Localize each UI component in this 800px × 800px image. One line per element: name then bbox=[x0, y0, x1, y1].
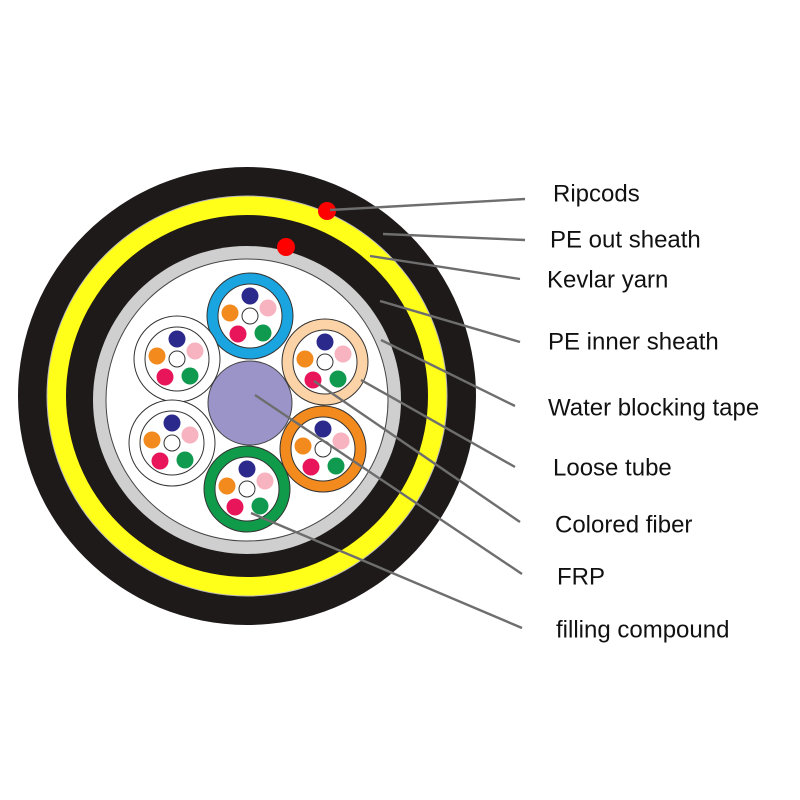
loose-tube bbox=[281, 318, 369, 406]
colored-fiber bbox=[316, 333, 334, 351]
leader-frp bbox=[254, 394, 523, 575]
colored-fiber bbox=[218, 477, 236, 495]
label-water-blocking-tape: Water blocking tape bbox=[548, 394, 759, 421]
colored-fiber bbox=[238, 460, 256, 478]
colored-fiber bbox=[334, 345, 352, 363]
label-loose-tube: Loose tube bbox=[553, 454, 672, 481]
leader-kevlar-yarn bbox=[369, 254, 521, 281]
colored-fiber bbox=[329, 370, 347, 388]
loose-tube bbox=[133, 315, 221, 403]
colored-fiber bbox=[148, 347, 166, 365]
loose-tubes bbox=[128, 272, 369, 533]
colored-fiber bbox=[294, 437, 312, 455]
colored-fiber bbox=[156, 368, 174, 386]
cable bbox=[18, 167, 476, 625]
label-kevlar-yarn: Kevlar yarn bbox=[547, 266, 668, 293]
leader-ripcords bbox=[329, 197, 526, 212]
leader-water-blocking-tape bbox=[380, 338, 516, 408]
colored-fiber bbox=[181, 367, 199, 385]
colored-fiber bbox=[143, 431, 161, 449]
label-pe-inner-sheath: PE inner sheath bbox=[548, 328, 719, 355]
leader-pe-out-sheath bbox=[382, 232, 526, 242]
label-ripcords: Ripcods bbox=[553, 180, 640, 207]
label-filling-compound: filling compound bbox=[556, 616, 729, 643]
leader-pe-inner-sheath bbox=[379, 299, 521, 344]
colored-fiber bbox=[241, 307, 259, 325]
loose-tube bbox=[279, 405, 367, 493]
colored-fiber bbox=[151, 452, 169, 470]
colored-fiber bbox=[304, 371, 322, 389]
loose-tube bbox=[128, 399, 216, 487]
loose-tube bbox=[206, 272, 294, 360]
frp-strength-member bbox=[207, 360, 293, 446]
ripcord-outer bbox=[318, 202, 336, 220]
colored-fiber bbox=[296, 350, 314, 368]
colored-fiber bbox=[302, 458, 320, 476]
colored-fiber bbox=[186, 342, 204, 360]
leader-filling-compound bbox=[250, 511, 523, 630]
labels: Ripcods PE out sheath Kevlar yarn PE inn… bbox=[547, 180, 759, 643]
colored-fiber bbox=[254, 324, 272, 342]
leader-lines bbox=[250, 197, 526, 630]
colored-fiber bbox=[163, 414, 181, 432]
colored-fiber bbox=[327, 457, 345, 475]
colored-fiber bbox=[229, 325, 247, 343]
leader-colored-fiber bbox=[313, 380, 521, 523]
colored-fiber bbox=[176, 451, 194, 469]
colored-fiber bbox=[181, 426, 199, 444]
ripcord-inner bbox=[277, 238, 295, 256]
loose-tube bbox=[203, 445, 291, 533]
colored-fiber bbox=[332, 432, 350, 450]
colored-fiber bbox=[163, 434, 181, 452]
colored-fiber bbox=[251, 497, 269, 515]
label-frp: FRP bbox=[557, 563, 605, 590]
colored-fiber bbox=[314, 420, 332, 438]
colored-fiber bbox=[238, 480, 256, 498]
colored-fiber bbox=[259, 299, 277, 317]
colored-fiber bbox=[221, 304, 239, 322]
colored-fiber bbox=[316, 353, 334, 371]
colored-fiber bbox=[226, 498, 244, 516]
colored-fiber bbox=[241, 287, 259, 305]
colored-fiber bbox=[256, 472, 274, 490]
label-pe-out-sheath: PE out sheath bbox=[550, 226, 701, 253]
leader-loose-tube bbox=[360, 378, 516, 469]
label-colored-fiber: Colored fiber bbox=[555, 511, 692, 538]
colored-fiber bbox=[168, 330, 186, 348]
colored-fiber bbox=[168, 350, 186, 368]
